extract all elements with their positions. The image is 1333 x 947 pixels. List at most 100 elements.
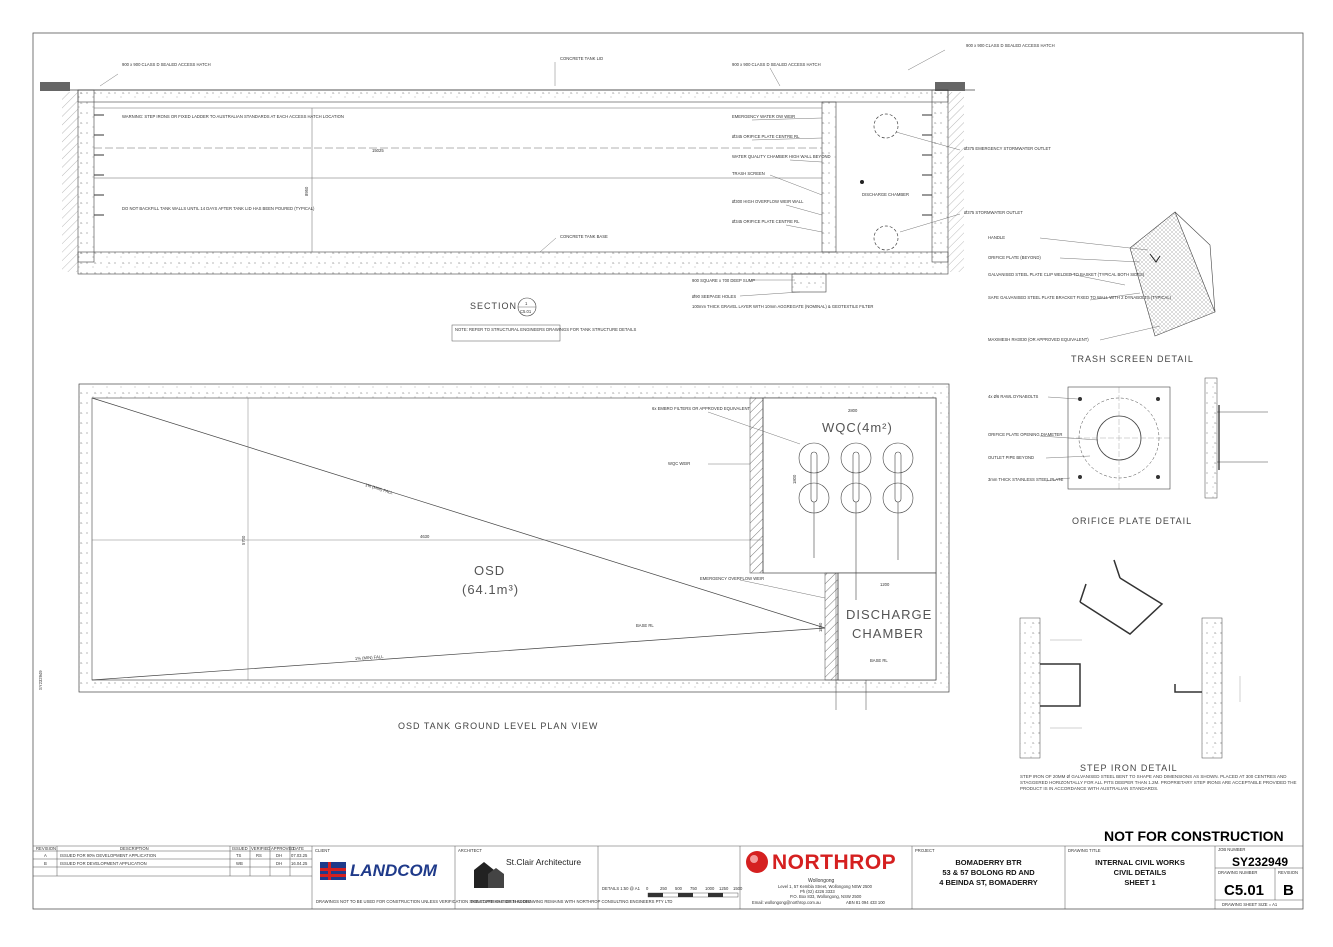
margin-note: SY232949	[38, 670, 43, 690]
svg-text:WB: WB	[236, 861, 243, 866]
label-wqc-weir: WQC WEIR	[668, 461, 690, 466]
sump	[791, 273, 827, 293]
discharge-chamber-box	[837, 572, 937, 681]
label-sump: 900 SQUARE x 700 DEEP SUMP	[692, 278, 755, 283]
consultant-name: NORTHROP	[772, 851, 897, 874]
not-for-construction-banner: NOT FOR CONSTRUCTION	[1104, 828, 1284, 844]
label-filters: 6x EMBRO FILTERS OR APPROVED EQUIVALENT	[652, 406, 750, 411]
drawing-number-label: DRAWING NUMBER	[1218, 870, 1257, 875]
label-wq-chamber: WATER QUALITY CHAMBER HIGH WALL BEYOND	[732, 154, 831, 159]
trash-label-bracket: SAFE GALVANISED STEEL PLATE BRACKET FIXE…	[988, 295, 1172, 300]
revision-row: B ISSUED FOR DEVELOPMENT APPLICATION WB …	[44, 861, 308, 866]
northrop-logo	[746, 851, 768, 873]
step-iron-detail: STEP IRON DETAIL STEP IRON OF 20mm Ø GAL…	[1019, 559, 1297, 791]
wqc-weir-wall	[749, 397, 764, 574]
orifice-label-opening: ORIFICE PLATE OPENING DIAMETER	[988, 432, 1062, 437]
copyright-note: THE COPYRIGHT OF THIS DRAWING REMAINS WI…	[470, 899, 672, 904]
section-ref-top: 1	[525, 301, 528, 306]
svg-text:Wollongong: Wollongong	[808, 878, 835, 884]
overflow-weir-wall	[824, 572, 839, 681]
svg-text:TS: TS	[236, 853, 242, 858]
svg-text:DESCRIPTION: DESCRIPTION	[120, 846, 149, 851]
orifice-title: ORIFICE PLATE DETAIL	[1072, 516, 1192, 526]
svg-text:P.O. Box 833, Wollongong, NSW: P.O. Box 833, Wollongong, NSW 2500	[790, 894, 862, 899]
plan-wqc-label: WQC(4m²)	[822, 420, 893, 435]
dim-1890: 1890	[818, 622, 823, 632]
svg-text:500: 500	[675, 886, 683, 891]
project-line: BOMADERRY BTR	[955, 858, 1022, 867]
svg-text:07.03.25: 07.03.25	[291, 853, 308, 858]
project-label: PROJECT	[915, 848, 935, 853]
dim-4630: 4630	[420, 534, 430, 539]
dim-2800: 2800	[848, 408, 858, 413]
dim-1200: 1200	[880, 582, 890, 587]
section-title: SECTION	[470, 301, 517, 311]
plan-view: OSD (64.1m³) WQC(4m²) DISCHARGE CHAMBER …	[78, 383, 950, 731]
svg-text:Ph (02) 4226 3333: Ph (02) 4226 3333	[800, 889, 835, 894]
trash-title: TRASH SCREEN DETAIL	[1071, 354, 1194, 364]
label-gravel: 100mm THICK GRAVEL LAYER WITH 10mm AGGRE…	[692, 304, 873, 309]
tank-base	[77, 251, 949, 275]
trash-label-orifice: ORIFICE PLATE (BEYOND)	[988, 255, 1041, 260]
drawing-title: INTERNAL CIVIL WORKS CIVIL DETAILS SHEET…	[1065, 858, 1215, 888]
svg-text:250: 250	[660, 886, 668, 891]
orifice-label-dynabolts: 4x Ø6 RAWL DYNABOLTS	[988, 394, 1039, 399]
orifice-label-outlet: OUTLET PIPE BEYOND	[988, 455, 1034, 460]
drawing-title-label: DRAWING TITLE	[1068, 848, 1101, 853]
label-concrete-lid: CONCRETE TANK LID	[560, 56, 603, 61]
label-orifice-centre: Ø345 ORIFICE PLATE CENTRE RL	[732, 134, 800, 139]
dim-8950: 8950	[304, 186, 309, 196]
drawing-number: C5.01	[1224, 882, 1265, 899]
tank-wall-right	[931, 89, 949, 263]
section-ref-bottom: C5.01	[520, 309, 532, 314]
wqc-chamber	[762, 397, 937, 574]
svg-text:APPROVED: APPROVED	[271, 846, 294, 851]
svg-text:750: 750	[690, 886, 698, 891]
client-name: LANDCOM	[350, 861, 437, 880]
svg-text:REVISION: REVISION	[36, 846, 56, 851]
architect-name: St.Clair Architecture	[506, 857, 582, 867]
trash-screen-detail: HANDLE ORIFICE PLATE (BEYOND) GALVANISED…	[988, 211, 1216, 364]
trash-label-mesh: MAXIMESH RH3030 (OR APPROVED EQUIVALENT)	[988, 337, 1089, 342]
svg-text:Level 1, 57 Kembla Street, Wol: Level 1, 57 Kembla Street, Wollongong NS…	[778, 884, 873, 889]
dim-1800: 1800	[792, 474, 797, 484]
section-view: CONCRETE TANK LID 900 x 900 CLASS D SEAL…	[40, 43, 1055, 342]
section-note: NOTE: REFER TO STRUCTURAL ENGINEERS DRAW…	[455, 327, 636, 332]
svg-text:ABN 81 094 433 100: ABN 81 094 433 100	[846, 900, 886, 905]
label-hatch-mid: 900 x 900 CLASS D SEALED ACCESS HATCH	[732, 62, 821, 67]
internal-weir-wall	[821, 101, 837, 253]
label-base-rl-2: BASE RL	[870, 658, 888, 663]
label-hatch-right: 900 x 900 CLASS D SEALED ACCESS HATCH	[966, 43, 1055, 48]
label-emergency-weir: EMERGENCY WATER OW WEIR	[732, 114, 795, 119]
consultant-address: Wollongong Level 1, 57 Kembla Street, Wo…	[752, 878, 886, 905]
drawing-title-line: INTERNAL CIVIL WORKS	[1095, 858, 1185, 867]
svg-text:1000: 1000	[705, 886, 715, 891]
svg-text:DETAILS 1:50 @ A1: DETAILS 1:50 @ A1	[602, 886, 641, 891]
trash-label-handle: HANDLE	[988, 235, 1005, 240]
svg-text:ISSUED: ISSUED	[232, 846, 248, 851]
hatch-cover-right	[935, 82, 965, 91]
plan-chamber-label: CHAMBER	[852, 626, 924, 641]
client-label: CLIENT	[315, 848, 330, 853]
sheet-size: DRAWING SHEET SIZE = A1	[1222, 902, 1278, 907]
plan-discharge-label: DISCHARGE	[846, 607, 932, 622]
revision-table: REVISION DESCRIPTION ISSUED VERIFIED APP…	[36, 846, 308, 866]
label-fall-2: 1% (MIN) FALL	[355, 654, 385, 661]
svg-text:1250: 1250	[719, 886, 729, 891]
svg-text:RS: RS	[256, 853, 262, 858]
label-outlet-375: Ø375 EMERGENCY STORMWATER OUTLET	[964, 146, 1051, 151]
drawing-title-line: SHEET 1	[1124, 878, 1156, 887]
label-weir-wall: Ø300 HIGH OVERFLOW WEIR WALL	[732, 199, 804, 204]
job-number-label: JOB NUMBER	[1218, 847, 1245, 852]
svg-text:ISSUED FOR DEVELOPMENT APPLICA: ISSUED FOR DEVELOPMENT APPLICATION	[60, 861, 147, 866]
plan-osd-volume: (64.1m³)	[462, 582, 519, 597]
plan-osd-label: OSD	[474, 563, 505, 578]
emergency-outlet-pipe	[873, 113, 899, 139]
drawing-title-line: CIVIL DETAILS	[1113, 868, 1167, 877]
plan-title: OSD TANK GROUND LEVEL PLAN VIEW	[398, 721, 598, 731]
label-hatch-left: 900 x 900 CLASS D SEALED ACCESS HATCH	[122, 62, 211, 67]
architect-label: ARCHITECT	[458, 848, 482, 853]
label-trash-screen: TRASH SCREEN	[732, 171, 765, 176]
svg-text:DATE: DATE	[293, 846, 304, 851]
